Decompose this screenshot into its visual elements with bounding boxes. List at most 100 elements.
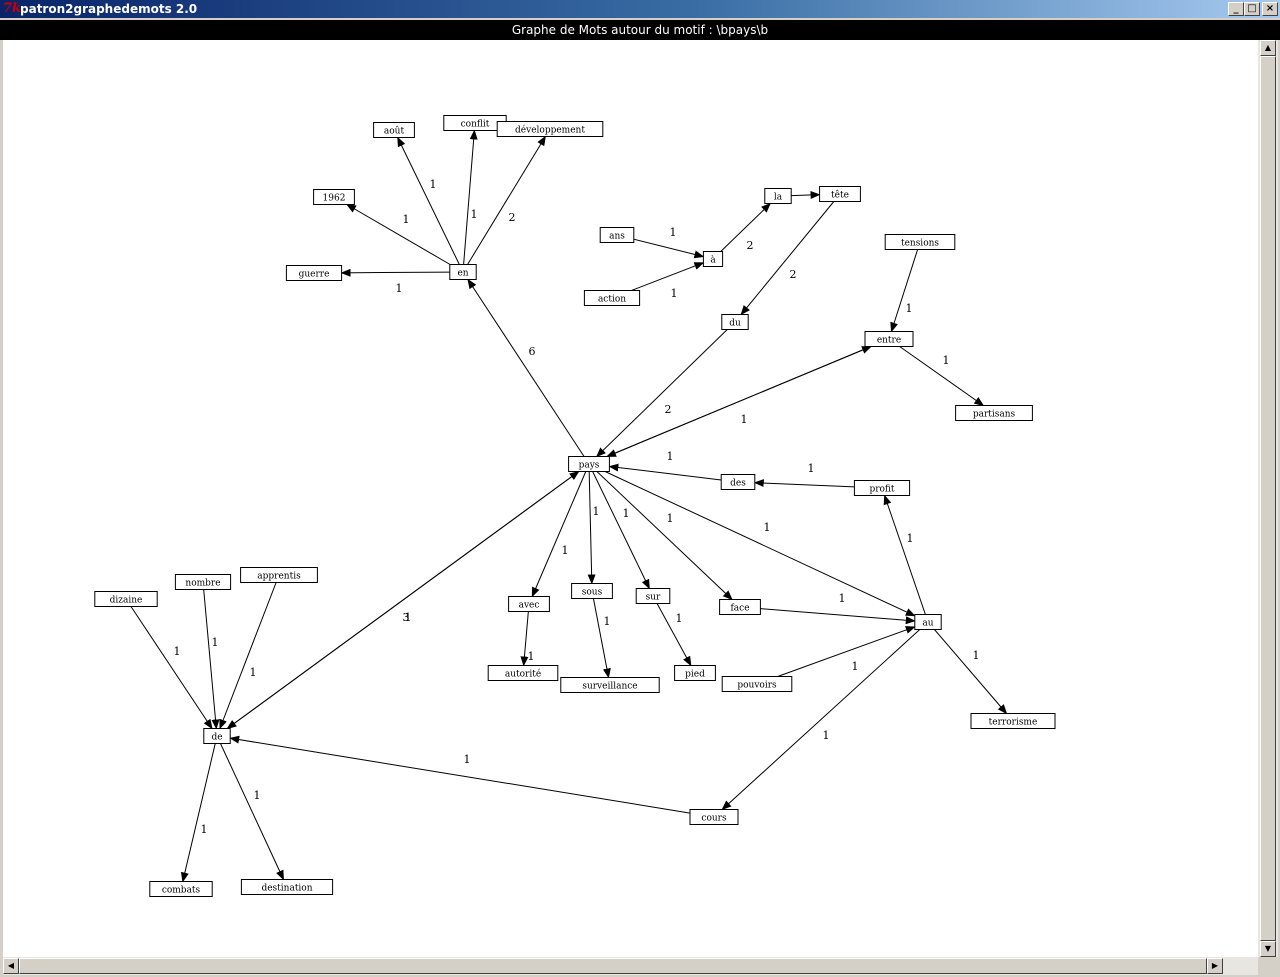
node-pied[interactable]: pied bbox=[674, 665, 716, 681]
node-developpement[interactable]: développement bbox=[496, 121, 604, 137]
edge-de-destination bbox=[220, 743, 284, 881]
edge-face-au bbox=[760, 608, 916, 625]
edge-weight-label: 1 bbox=[808, 462, 815, 475]
node-pays[interactable]: pays bbox=[568, 456, 610, 472]
scroll-up-button[interactable]: ▲ bbox=[1260, 40, 1276, 56]
edge-de-combats bbox=[180, 743, 216, 883]
window-titlebar[interactable]: 7k patron2graphedemots 2.0 _ □ × bbox=[0, 0, 1280, 18]
node-nombre[interactable]: nombre bbox=[174, 574, 232, 590]
node-action[interactable]: action bbox=[583, 290, 641, 306]
node-avec[interactable]: avec bbox=[508, 596, 550, 612]
node-label: pouvoirs bbox=[737, 681, 777, 691]
edge-weight-label: 3 bbox=[403, 611, 410, 624]
node-box bbox=[240, 879, 334, 895]
node-surveillance[interactable]: surveillance bbox=[560, 677, 660, 693]
scroll-left-button[interactable]: ◀ bbox=[3, 958, 19, 974]
edge-weight-label: 1 bbox=[906, 302, 913, 315]
node-label: action bbox=[598, 295, 626, 305]
node-label: profit bbox=[869, 485, 894, 495]
node-aout[interactable]: août bbox=[373, 122, 415, 138]
node-destination[interactable]: destination bbox=[240, 879, 334, 895]
node-box bbox=[508, 596, 550, 612]
node-box bbox=[583, 290, 641, 306]
node-du[interactable]: du bbox=[721, 314, 749, 330]
edge-profit-des bbox=[753, 479, 855, 488]
edge-weight-label: 1 bbox=[212, 636, 219, 649]
edge-sur-pied bbox=[656, 603, 692, 667]
node-label: ans bbox=[609, 232, 625, 242]
node-box bbox=[720, 474, 756, 490]
edge-weight-label: 1 bbox=[823, 729, 830, 742]
node-au[interactable]: au bbox=[914, 614, 942, 630]
node-autorite[interactable]: autorité bbox=[487, 665, 559, 681]
edge-weight-label: 1 bbox=[764, 521, 771, 534]
node-box bbox=[853, 480, 911, 496]
node-sous[interactable]: sous bbox=[571, 583, 613, 599]
maximize-button[interactable]: □ bbox=[1244, 2, 1260, 16]
node-box bbox=[635, 588, 671, 604]
node-box bbox=[674, 665, 716, 681]
node-face[interactable]: face bbox=[719, 599, 761, 615]
node-box bbox=[285, 265, 343, 281]
edge-weight-label: 1 bbox=[667, 512, 674, 525]
node-label: terrorisme bbox=[989, 718, 1038, 728]
node-en[interactable]: en bbox=[449, 264, 477, 280]
edge-weight-label: 1 bbox=[604, 615, 611, 628]
node-label: partisans bbox=[973, 410, 1016, 420]
edge-weight-label: 1 bbox=[593, 505, 600, 518]
edge-ans-a bbox=[633, 238, 705, 259]
node-label: destination bbox=[261, 884, 312, 894]
edge-weight-label: 2 bbox=[665, 403, 672, 416]
graph-header: Graphe de Mots autour du motif : \bpays\… bbox=[0, 20, 1280, 40]
close-button[interactable]: × bbox=[1262, 2, 1278, 16]
node-sur[interactable]: sur bbox=[635, 588, 671, 604]
edge-entre-pays bbox=[606, 346, 872, 457]
edge-en-developpement bbox=[467, 135, 546, 265]
edge-pays-en bbox=[467, 278, 585, 457]
node-combats[interactable]: combats bbox=[149, 881, 213, 897]
node-label: nombre bbox=[185, 579, 220, 589]
vertical-scrollbar[interactable]: ▲ ▼ bbox=[1258, 40, 1278, 957]
node-la[interactable]: la bbox=[764, 188, 792, 204]
node-apprentis[interactable]: apprentis bbox=[240, 567, 318, 583]
horizontal-scrollbar[interactable]: ◀ ▶ bbox=[3, 957, 1258, 975]
scroll-down-button[interactable]: ▼ bbox=[1260, 941, 1276, 957]
node-partisans[interactable]: partisans bbox=[955, 405, 1033, 421]
edge-avec-autorite bbox=[520, 611, 529, 667]
node-box bbox=[702, 251, 724, 267]
node-cours[interactable]: cours bbox=[689, 809, 739, 825]
node-label: autorité bbox=[505, 669, 541, 680]
vertical-scroll-thumb[interactable] bbox=[1260, 56, 1276, 941]
node-box bbox=[819, 186, 861, 202]
scroll-right-button[interactable]: ▶ bbox=[1207, 958, 1223, 974]
node-guerre[interactable]: guerre bbox=[285, 265, 343, 281]
edge-en-aout bbox=[397, 136, 460, 265]
node-tensions[interactable]: tensions bbox=[884, 234, 956, 250]
node-box bbox=[884, 234, 956, 250]
edge-pays-au bbox=[604, 471, 916, 617]
node-conflit[interactable]: conflit bbox=[443, 115, 507, 131]
edge-weight-label: 2 bbox=[747, 239, 754, 252]
edge-weight-label: 1 bbox=[670, 226, 677, 239]
node-box bbox=[955, 405, 1033, 421]
edge-sous-surveillance bbox=[592, 598, 611, 679]
node-terrorisme[interactable]: terrorisme bbox=[970, 713, 1056, 729]
node-box bbox=[449, 264, 477, 280]
node-box bbox=[721, 676, 793, 692]
node-dizaine[interactable]: dizaine bbox=[94, 591, 158, 607]
node-ans[interactable]: ans bbox=[599, 227, 635, 243]
node-tete[interactable]: tête bbox=[819, 186, 861, 202]
minimize-button[interactable]: _ bbox=[1228, 2, 1244, 16]
node-a[interactable]: à bbox=[702, 251, 724, 267]
node-de[interactable]: de bbox=[203, 728, 231, 744]
node-des[interactable]: des bbox=[720, 474, 756, 490]
node-n1962[interactable]: 1962 bbox=[313, 189, 355, 205]
node-box bbox=[174, 574, 232, 590]
horizontal-scroll-thumb[interactable] bbox=[19, 958, 1207, 974]
node-profit[interactable]: profit bbox=[853, 480, 911, 496]
node-entre[interactable]: entre bbox=[864, 331, 914, 347]
edge-pays-sur bbox=[592, 471, 650, 590]
node-pouvoirs[interactable]: pouvoirs bbox=[721, 676, 793, 692]
edge-weight-label: 1 bbox=[254, 789, 261, 802]
